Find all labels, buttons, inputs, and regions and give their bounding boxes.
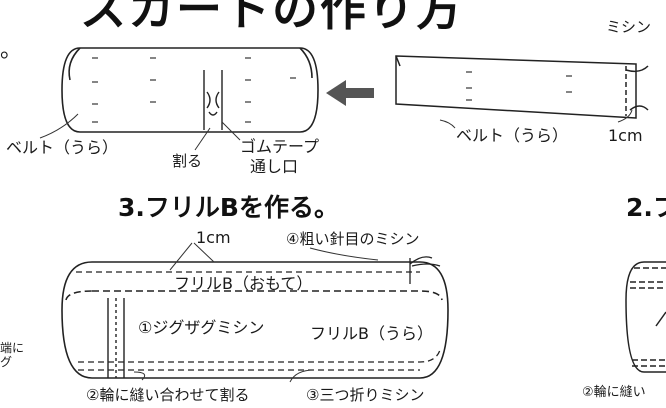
ring-label-partial: ②輪に縫い bbox=[582, 385, 646, 400]
cm-label-frill: 1cm bbox=[196, 228, 231, 247]
frill-seam bbox=[107, 298, 125, 378]
frill-front-label: フリルB（おもて） bbox=[174, 274, 313, 293]
page-title: スカートの作り方 bbox=[80, 0, 464, 36]
step-3-title: 3.フリルBを作る。 bbox=[118, 193, 339, 222]
triple-fold-label: ③三つ折りミシン bbox=[306, 386, 425, 404]
strip-leader-lines bbox=[439, 109, 633, 129]
belt-loop bbox=[61, 47, 319, 133]
frill-back-label: フリルB（うら） bbox=[310, 324, 433, 343]
belt-leader-lines bbox=[39, 113, 241, 151]
cut-off-side-text-1: 端に bbox=[0, 341, 25, 355]
belt-left-label: ベルト（うら） bbox=[6, 138, 119, 157]
strip-seam-dashes bbox=[466, 71, 572, 101]
ring-label: ②輪に縫い合わせて割る bbox=[86, 386, 250, 404]
coarse-stitch-label: ④粗い針目のミシン bbox=[286, 230, 420, 248]
elastic-label-2: 通し口 bbox=[250, 157, 299, 176]
cut-off-char: 。 bbox=[0, 38, 23, 63]
elastic-label-1: ゴムテープ bbox=[240, 137, 320, 156]
belt-seam-dashes bbox=[92, 57, 296, 123]
step-2-title: 2.フ bbox=[626, 193, 666, 222]
split-label: 割る bbox=[172, 152, 203, 170]
elastic-opening bbox=[203, 70, 223, 130]
frill-leader-lines bbox=[133, 242, 379, 383]
cut-off-side-text-2: グ bbox=[0, 355, 13, 369]
zigzag-label: ①ジグザグミシン bbox=[138, 318, 265, 337]
cm-label-belt: 1cm bbox=[608, 126, 643, 145]
sewing-label: ミシン bbox=[606, 18, 652, 36]
frill-b-loop bbox=[61, 261, 449, 379]
thread-tails bbox=[409, 256, 441, 284]
belt-strip bbox=[395, 55, 649, 119]
arrow-left-icon bbox=[326, 80, 374, 106]
partial-frill-loop bbox=[625, 261, 666, 373]
belt-right-label: ベルト（うら） bbox=[456, 126, 569, 145]
